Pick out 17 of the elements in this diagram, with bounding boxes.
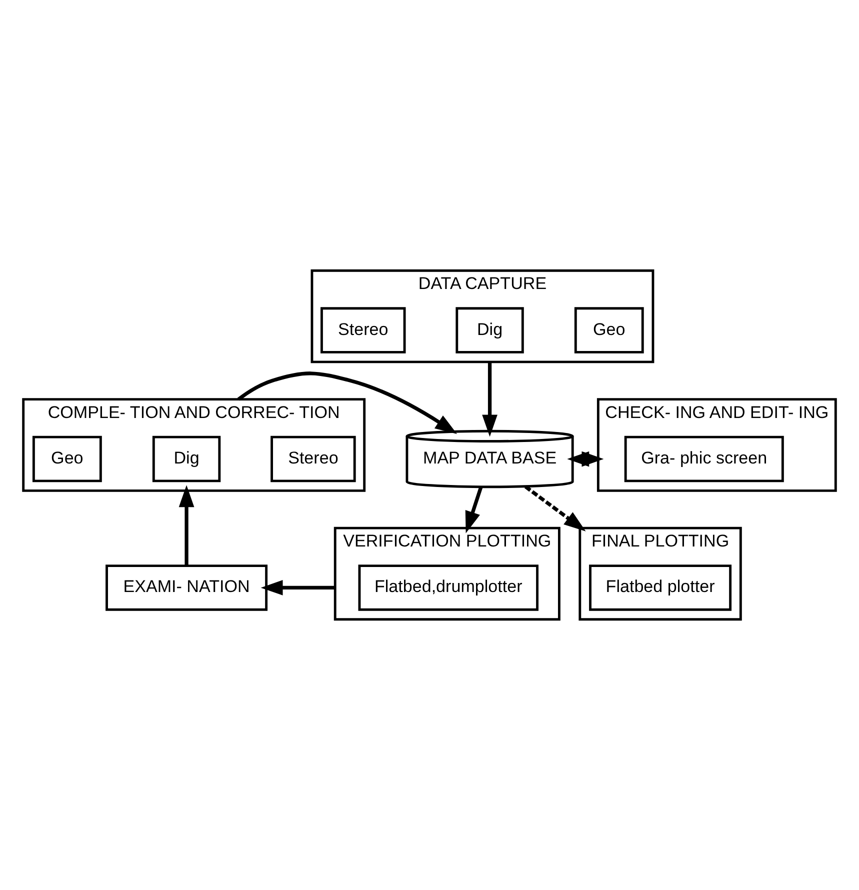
arrow (260, 580, 336, 596)
node-box: Flatbed,drumplotter (358, 564, 538, 611)
arrow (237, 372, 458, 434)
node-box: EXAMI- NATION (106, 564, 268, 611)
arrow (524, 485, 586, 532)
node-box: Flatbed plotter (589, 564, 732, 611)
node-box: Stereo (270, 436, 356, 482)
arrow (465, 486, 483, 534)
node-box: Gra- phic screen (624, 436, 784, 482)
arrow (567, 451, 590, 467)
node-box: Dig (456, 307, 524, 354)
node-box: Geo (574, 307, 644, 354)
arrow (482, 362, 498, 437)
arrow (178, 485, 194, 566)
node-box: Stereo (320, 307, 406, 354)
node-box: Dig (152, 436, 221, 482)
node-box: Geo (32, 436, 102, 482)
